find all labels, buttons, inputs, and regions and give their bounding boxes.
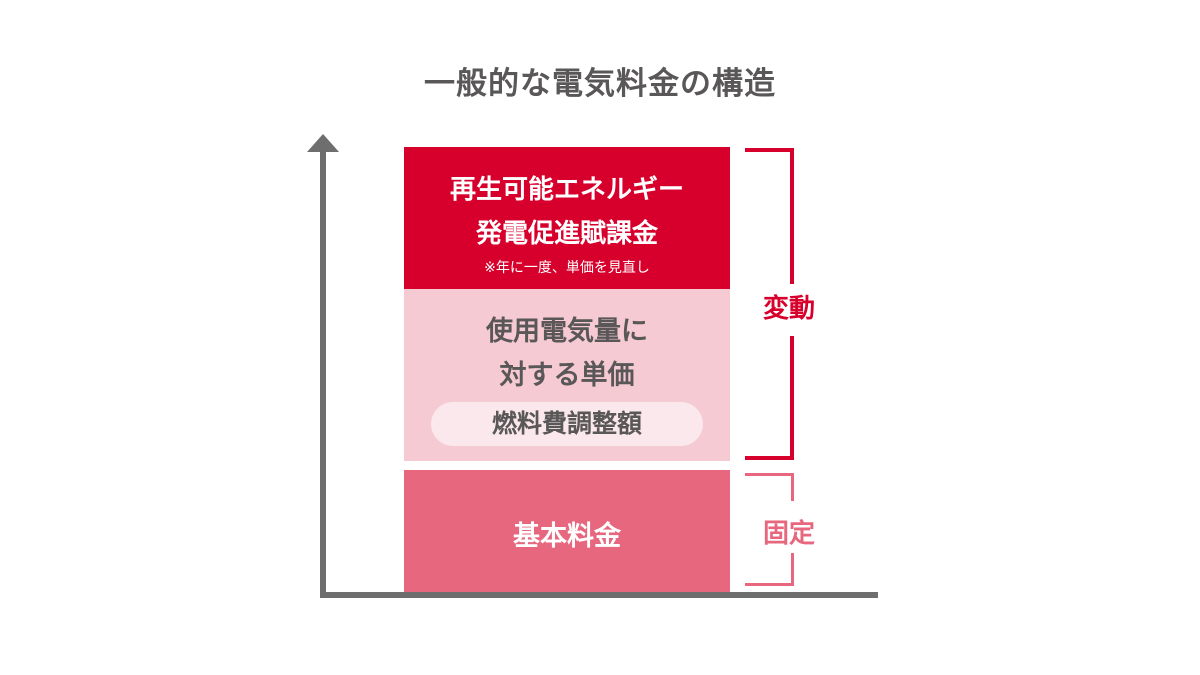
fuel-adjustment-pill: 燃料費調整額: [431, 402, 703, 446]
renewable-label-line2: 発電促進賦課金: [475, 219, 658, 249]
basic-charge-label: 基本料金: [513, 521, 621, 552]
unit-price-block: 使用電気量に 対する単価 燃料費調整額: [404, 289, 730, 461]
variable-bracket-bottom: [745, 456, 794, 460]
y-axis-arrow-icon: [307, 134, 339, 152]
unit-price-label-line2: 対する単価: [499, 360, 635, 391]
fixed-bracket-top: [745, 473, 794, 476]
fixed-label: 固定: [763, 519, 816, 549]
x-axis: [320, 592, 878, 598]
variable-bracket-upper: [790, 148, 794, 284]
renewable-label-line1: 再生可能エネルギー: [449, 175, 684, 205]
fixed-bracket-upper: [791, 473, 794, 501]
fixed-bracket-lower: [791, 553, 794, 586]
unit-price-label-line1: 使用電気量に: [486, 316, 648, 347]
variable-bracket-lower: [790, 336, 794, 460]
renewable-energy-surcharge-block: 再生可能エネルギー 発電促進賦課金 ※年に一度、単価を見直し: [404, 147, 730, 289]
basic-charge-block: 基本料金: [404, 470, 730, 592]
fixed-bracket-bottom: [745, 583, 794, 586]
diagram-title: 一般的な電気料金の構造: [424, 66, 776, 102]
variable-bracket-top: [745, 148, 794, 152]
variable-label: 変動: [763, 294, 816, 324]
renewable-note: ※年に一度、単価を見直し: [484, 260, 650, 276]
y-axis: [320, 148, 326, 598]
